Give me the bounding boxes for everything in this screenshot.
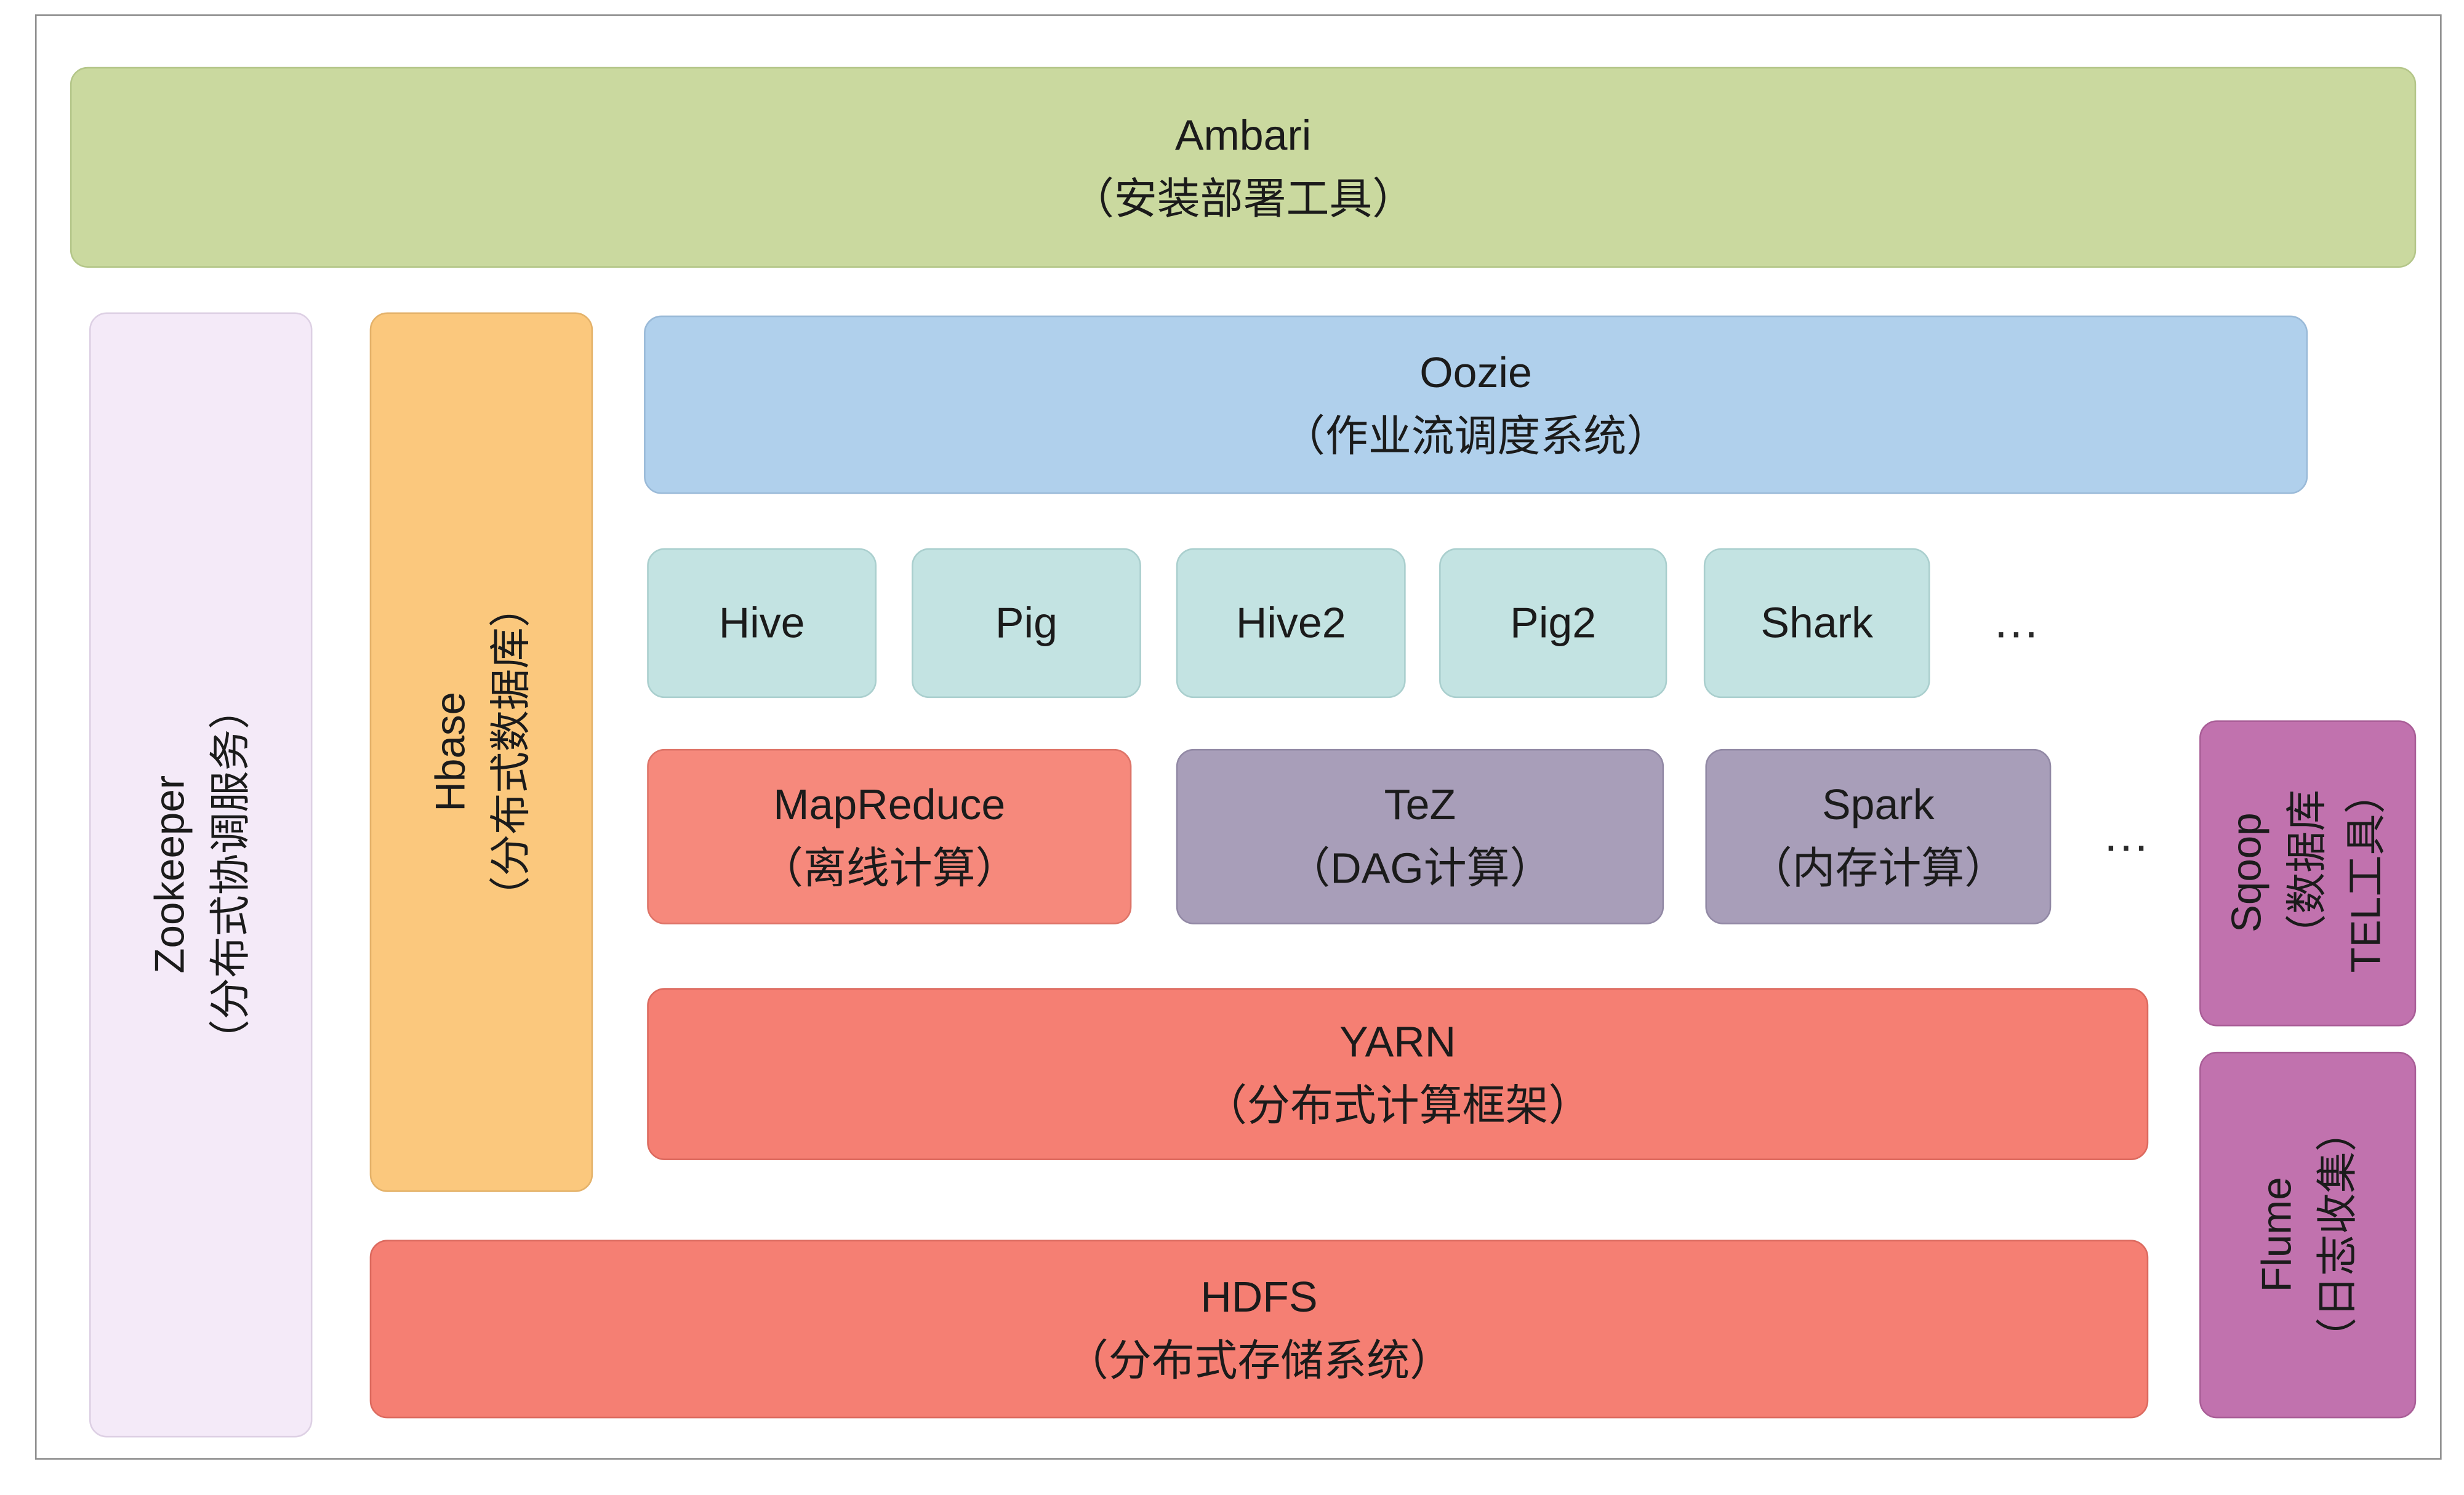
hdfs-box: HDFS （分布式存储系统）: [369, 1240, 2149, 1419]
sqoop-label: Sqoop （数据库 TEL工具）: [2218, 773, 2398, 973]
oozie-box: Oozie （作业流调度系统）: [644, 315, 2308, 494]
mapreduce-box: MapReduce （离线计算）: [647, 748, 1132, 924]
tez-title: TeZ: [1384, 780, 1456, 828]
yarn-subtitle: （分布式计算框架）: [1204, 1082, 1592, 1130]
zookeeper-box: Zookeeper （分布式协调服务）: [89, 312, 313, 1438]
flume-title: Flume: [2252, 1177, 2301, 1293]
spark-subtitle: （内存计算）: [1749, 844, 2008, 892]
sqoop-box: Sqoop （数据库 TEL工具）: [2199, 720, 2417, 1027]
hbase-label: Hbase （分布式数据库）: [421, 587, 541, 918]
sqoop-subtitle-line2: TEL工具）: [2342, 773, 2391, 974]
hive2-box: Hive2: [1176, 548, 1406, 699]
hbase-subtitle: （分布式数据库）: [486, 586, 534, 918]
hbase-title: Hbase: [426, 692, 474, 812]
compute-row-ellipsis: …: [2102, 809, 2154, 862]
zookeeper-subtitle: （分布式协调服务）: [206, 688, 254, 1062]
hbase-box: Hbase （分布式数据库）: [369, 312, 593, 1192]
oozie-subtitle: （作业流调度系统）: [1282, 412, 1670, 461]
shark-box: Shark: [1703, 548, 1930, 699]
hdfs-subtitle: （分布式存储系统）: [1065, 1337, 1453, 1385]
flume-label: Flume （日志收集）: [2248, 1111, 2368, 1360]
spark-box: Spark （内存计算）: [1705, 748, 2052, 924]
sqoop-subtitle-line1: （数据库: [2282, 790, 2330, 956]
mapreduce-subtitle: （离线计算）: [760, 844, 1019, 892]
hive2-label: Hive2: [1235, 598, 1346, 647]
zookeeper-label: Zookeeper （分布式协调服务）: [141, 689, 261, 1062]
ambari-subtitle: （安装部署工具）: [1070, 175, 1416, 223]
ambari-title: Ambari: [1174, 110, 1312, 159]
mapreduce-title: MapReduce: [773, 780, 1006, 828]
zookeeper-title: Zookeeper: [145, 776, 194, 974]
yarn-box: YARN （分布式计算框架）: [647, 988, 2149, 1160]
pig2-box: Pig2: [1439, 548, 1667, 699]
ambari-box: Ambari （安装部署工具）: [70, 66, 2417, 268]
flume-box: Flume （日志收集）: [2199, 1051, 2417, 1419]
query-row-ellipsis: …: [1992, 596, 2044, 649]
sqoop-title: Sqoop: [2222, 813, 2271, 934]
pig-box: Pig: [912, 548, 1141, 699]
pig2-label: Pig2: [1510, 598, 1597, 647]
tez-subtitle: （DAG计算）: [1287, 844, 1553, 892]
hdfs-title: HDFS: [1200, 1272, 1318, 1321]
tez-box: TeZ （DAG计算）: [1176, 748, 1664, 924]
flume-subtitle: （日志收集）: [2312, 1110, 2361, 1360]
shark-label: Shark: [1760, 598, 1873, 647]
oozie-title: Oozie: [1419, 348, 1532, 396]
yarn-title: YARN: [1339, 1017, 1456, 1065]
hive-box: Hive: [647, 548, 877, 699]
spark-title: Spark: [1822, 780, 1935, 828]
pig-label: Pig: [995, 598, 1057, 647]
hive-label: Hive: [718, 598, 805, 647]
